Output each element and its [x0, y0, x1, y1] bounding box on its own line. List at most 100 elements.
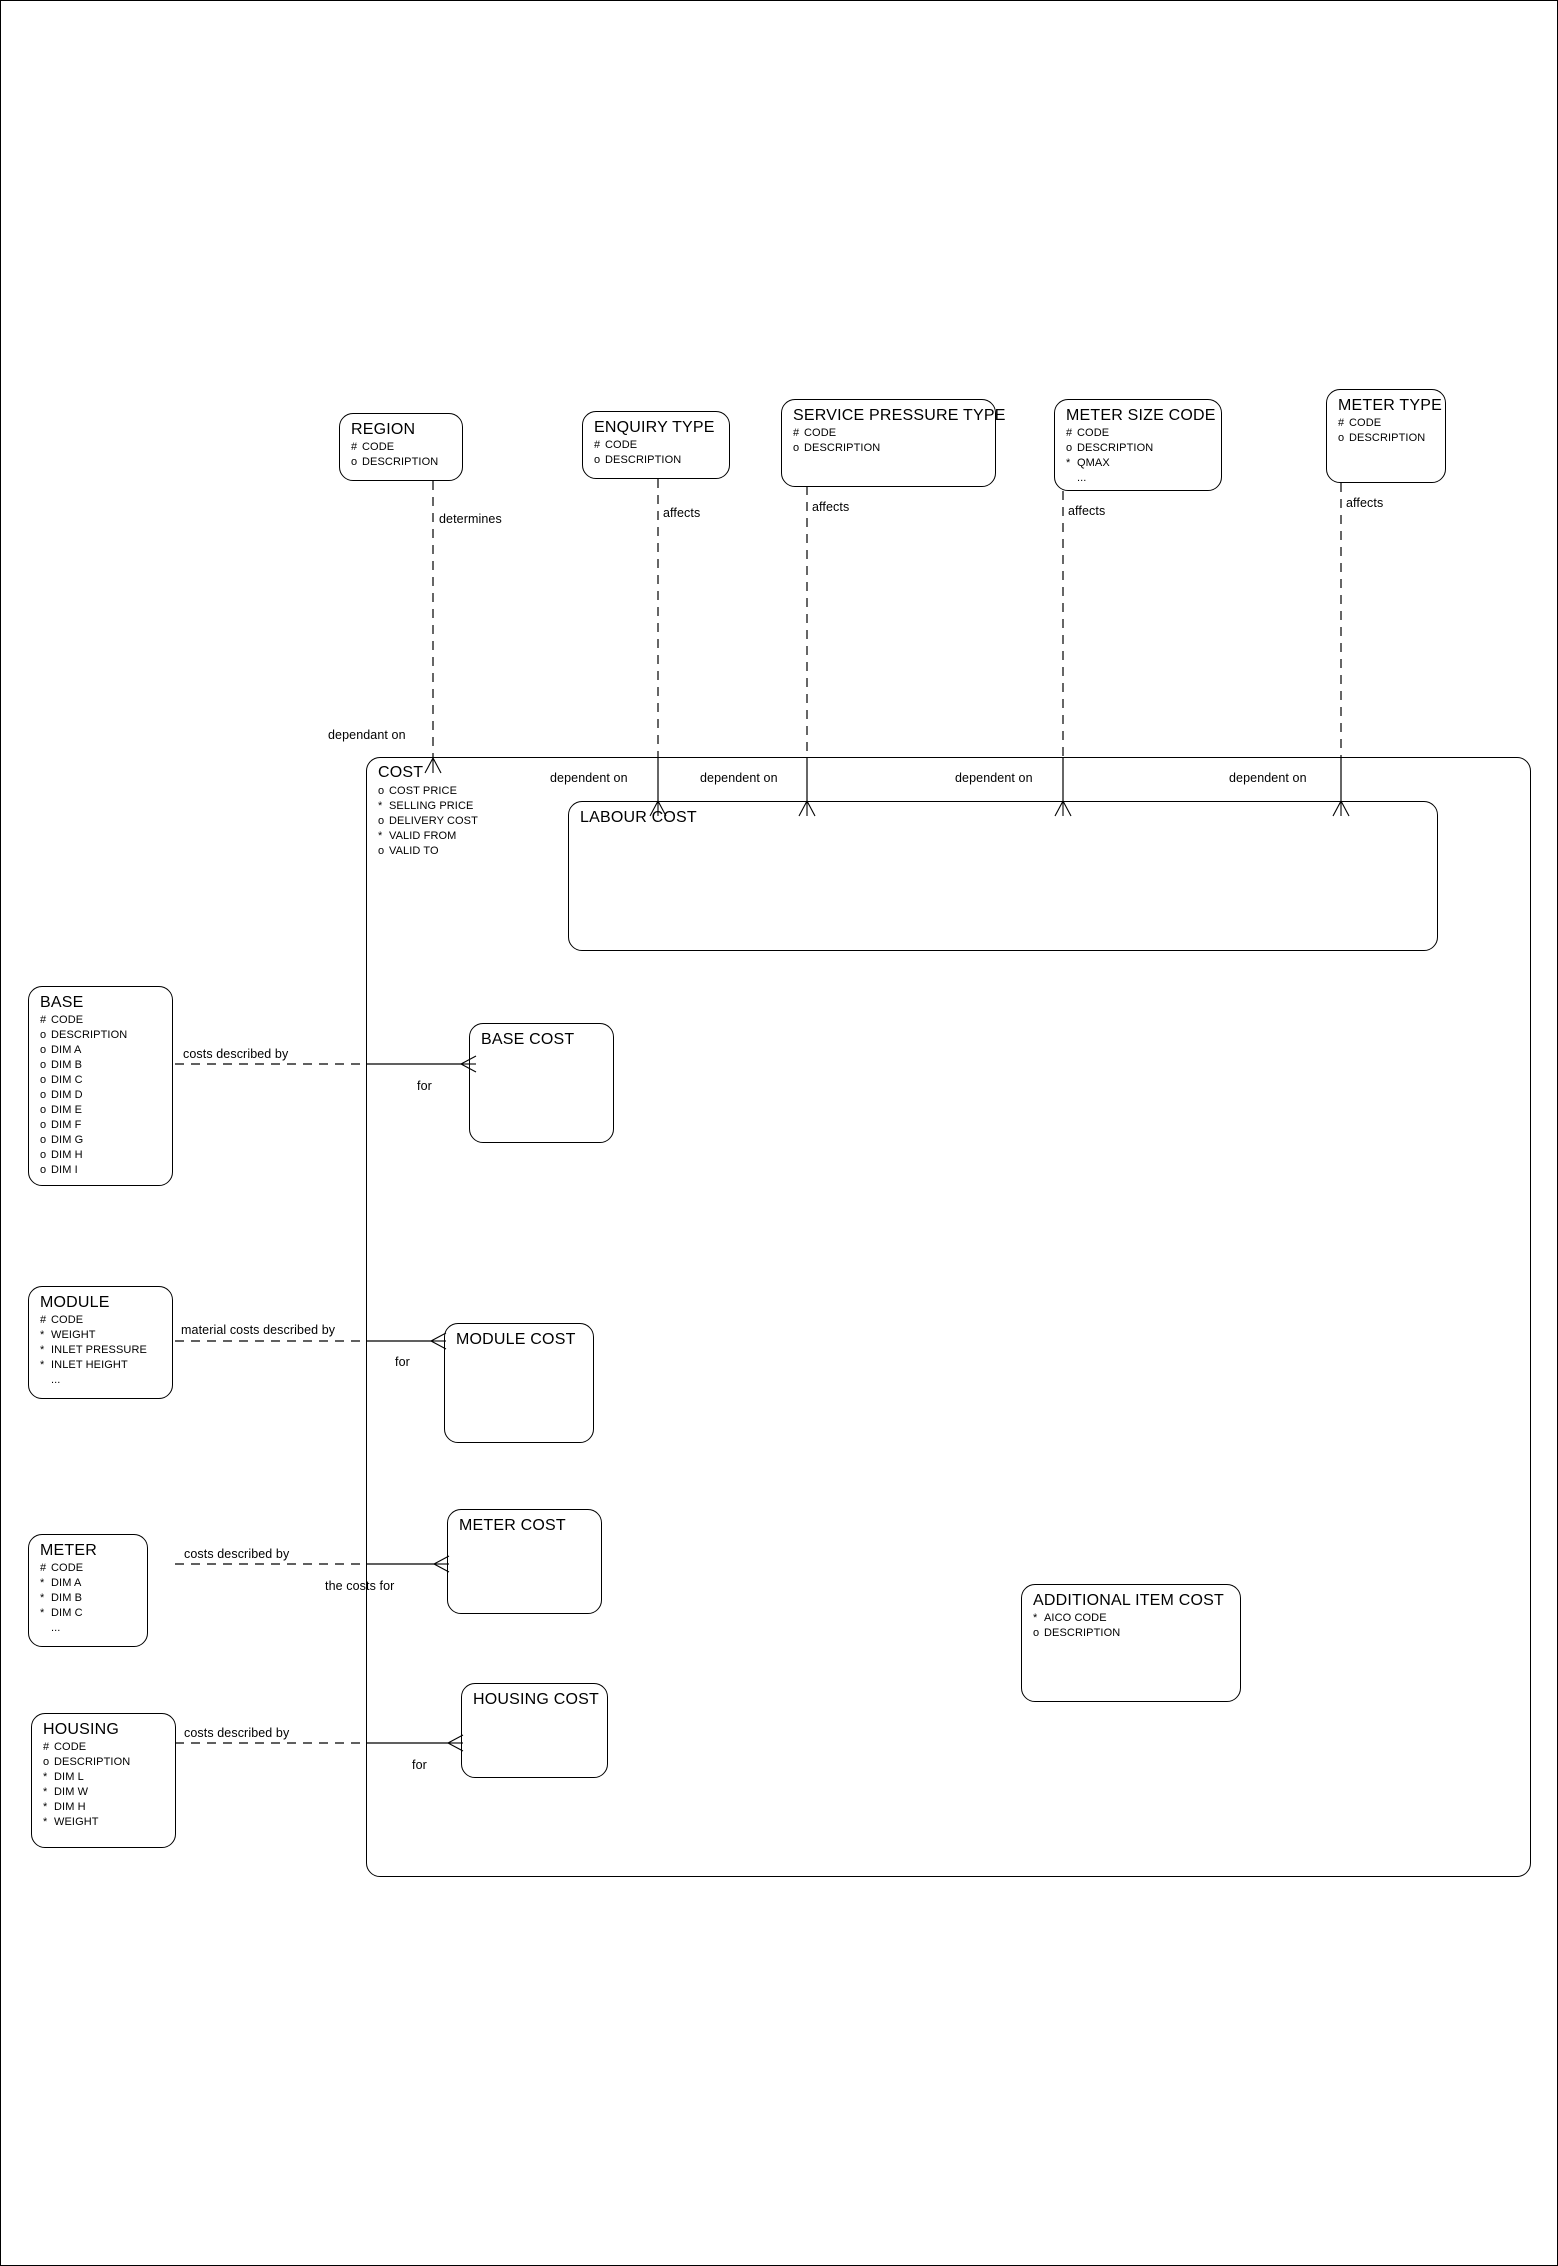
attr-label: SELLING PRICE: [389, 800, 474, 812]
entity-meter-type[interactable]: METER TYPE # CODE o DESCRIPTION: [1326, 389, 1446, 483]
attr-label: DIM C: [51, 1074, 83, 1086]
label-meter-costs-described-by: costs described by: [184, 1547, 290, 1561]
entity-meter-cost[interactable]: METER COST: [447, 1509, 602, 1614]
attr-label: DIM D: [51, 1089, 83, 1101]
attr-mark: *: [43, 1786, 48, 1798]
attr-mark: o: [1066, 442, 1073, 454]
attr-label: DESCRIPTION: [362, 456, 439, 468]
attribute-row: *DIM H: [43, 1800, 175, 1815]
attr-label: DIM H: [51, 1149, 83, 1161]
attr-mark: o: [40, 1029, 47, 1041]
label-meter-size-affects: affects: [1068, 504, 1106, 518]
attr-mark: *: [40, 1607, 45, 1619]
label-housing-costs-described-by: costs described by: [184, 1726, 290, 1740]
attr-label: INLET PRESSURE: [51, 1344, 147, 1356]
label-module-for: for: [395, 1355, 410, 1369]
attr-label: INLET HEIGHT: [51, 1359, 128, 1371]
attribute-row: ...: [1066, 471, 1221, 486]
attribute-row: o DESCRIPTION: [40, 1028, 172, 1043]
entity-meter-type-attributes: # CODE o DESCRIPTION: [1338, 416, 1445, 446]
label-base-for: for: [417, 1079, 432, 1093]
label-region-determines: determines: [439, 512, 502, 526]
attr-mark: #: [1338, 417, 1345, 429]
attr-label: DESCRIPTION: [54, 1756, 131, 1768]
attr-label: CODE: [51, 1562, 84, 1574]
label-service-pressure-dependent-on: dependent on: [700, 771, 778, 785]
attr-mark: o: [378, 815, 385, 827]
attr-label: DIM A: [51, 1577, 82, 1589]
attr-mark: o: [1033, 1627, 1040, 1639]
entity-module-cost[interactable]: MODULE COST: [444, 1323, 594, 1443]
attr-label: CODE: [51, 1014, 84, 1026]
entity-labour-cost[interactable]: LABOUR COST: [568, 801, 1438, 951]
label-enquiry-affects: affects: [663, 506, 701, 520]
label-module-material-costs-described-by: material costs described by: [181, 1323, 336, 1337]
attr-mark: o: [378, 785, 385, 797]
attr-mark: o: [378, 845, 385, 857]
entity-base-title: BASE: [40, 994, 84, 1011]
entity-module[interactable]: MODULE #CODE *WEIGHT *INLET PRESSURE *IN…: [28, 1286, 173, 1399]
attr-label: DIM F: [51, 1119, 82, 1131]
attribute-row: * INLET PRESSURE: [40, 1343, 172, 1358]
attr-mark: o: [40, 1134, 47, 1146]
entity-meter-attributes: #CODE *DIM A *DIM B *DIM C ...: [40, 1561, 147, 1636]
attribute-row: ...: [40, 1621, 147, 1636]
attribute-row: *SELLING PRICE: [378, 799, 478, 814]
attr-mark: o: [40, 1074, 47, 1086]
attribute-row: o DIM I: [40, 1163, 172, 1178]
attr-mark: o: [594, 454, 601, 466]
attr-mark: o: [40, 1149, 47, 1161]
attribute-row: #CODE: [43, 1740, 175, 1755]
entity-meter[interactable]: METER #CODE *DIM A *DIM B *DIM C ...: [28, 1534, 148, 1647]
attr-mark: *: [43, 1801, 48, 1813]
attr-label: DESCRIPTION: [51, 1029, 128, 1041]
attribute-row: #CODE: [40, 1561, 147, 1576]
attribute-row: *VALID FROM: [378, 829, 478, 844]
entity-region-title: REGION: [351, 421, 416, 438]
attribute-row: #CODE: [40, 1313, 172, 1328]
attr-mark: o: [40, 1104, 47, 1116]
entity-cost[interactable]: [366, 757, 1531, 1877]
attr-mark: o: [40, 1059, 47, 1071]
attribute-row: *DIM L: [43, 1770, 175, 1785]
attribute-row: o DIM C: [40, 1073, 172, 1088]
attr-mark: o: [1338, 432, 1345, 444]
entity-housing-cost[interactable]: HOUSING COST: [461, 1683, 608, 1778]
attr-mark: *: [40, 1344, 45, 1356]
attr-mark: *: [40, 1577, 45, 1589]
attr-mark: #: [1066, 427, 1073, 439]
attribute-row: # CODE: [1338, 416, 1445, 431]
attr-label: DIM I: [51, 1164, 78, 1176]
attr-mark: *: [1033, 1612, 1038, 1624]
attr-label: WEIGHT: [51, 1329, 96, 1341]
attr-mark: o: [793, 442, 800, 454]
attr-mark: *: [40, 1359, 45, 1371]
attribute-row: #CODE: [40, 1013, 172, 1028]
attr-label: CODE: [1349, 417, 1382, 429]
entity-meter-type-title: METER TYPE: [1338, 397, 1442, 414]
attr-mark: *: [40, 1592, 45, 1604]
attribute-row: o DIM G: [40, 1133, 172, 1148]
attr-label: DESCRIPTION: [1349, 432, 1426, 444]
attr-mark: #: [43, 1741, 50, 1753]
attr-label: DELIVERY COST: [389, 815, 478, 827]
entity-base-cost[interactable]: BASE COST: [469, 1023, 614, 1143]
attr-mark: o: [40, 1164, 47, 1176]
attr-label: DIM A: [51, 1044, 82, 1056]
attribute-row: * DIM A: [40, 1576, 147, 1591]
attr-label: DIM G: [51, 1134, 84, 1146]
